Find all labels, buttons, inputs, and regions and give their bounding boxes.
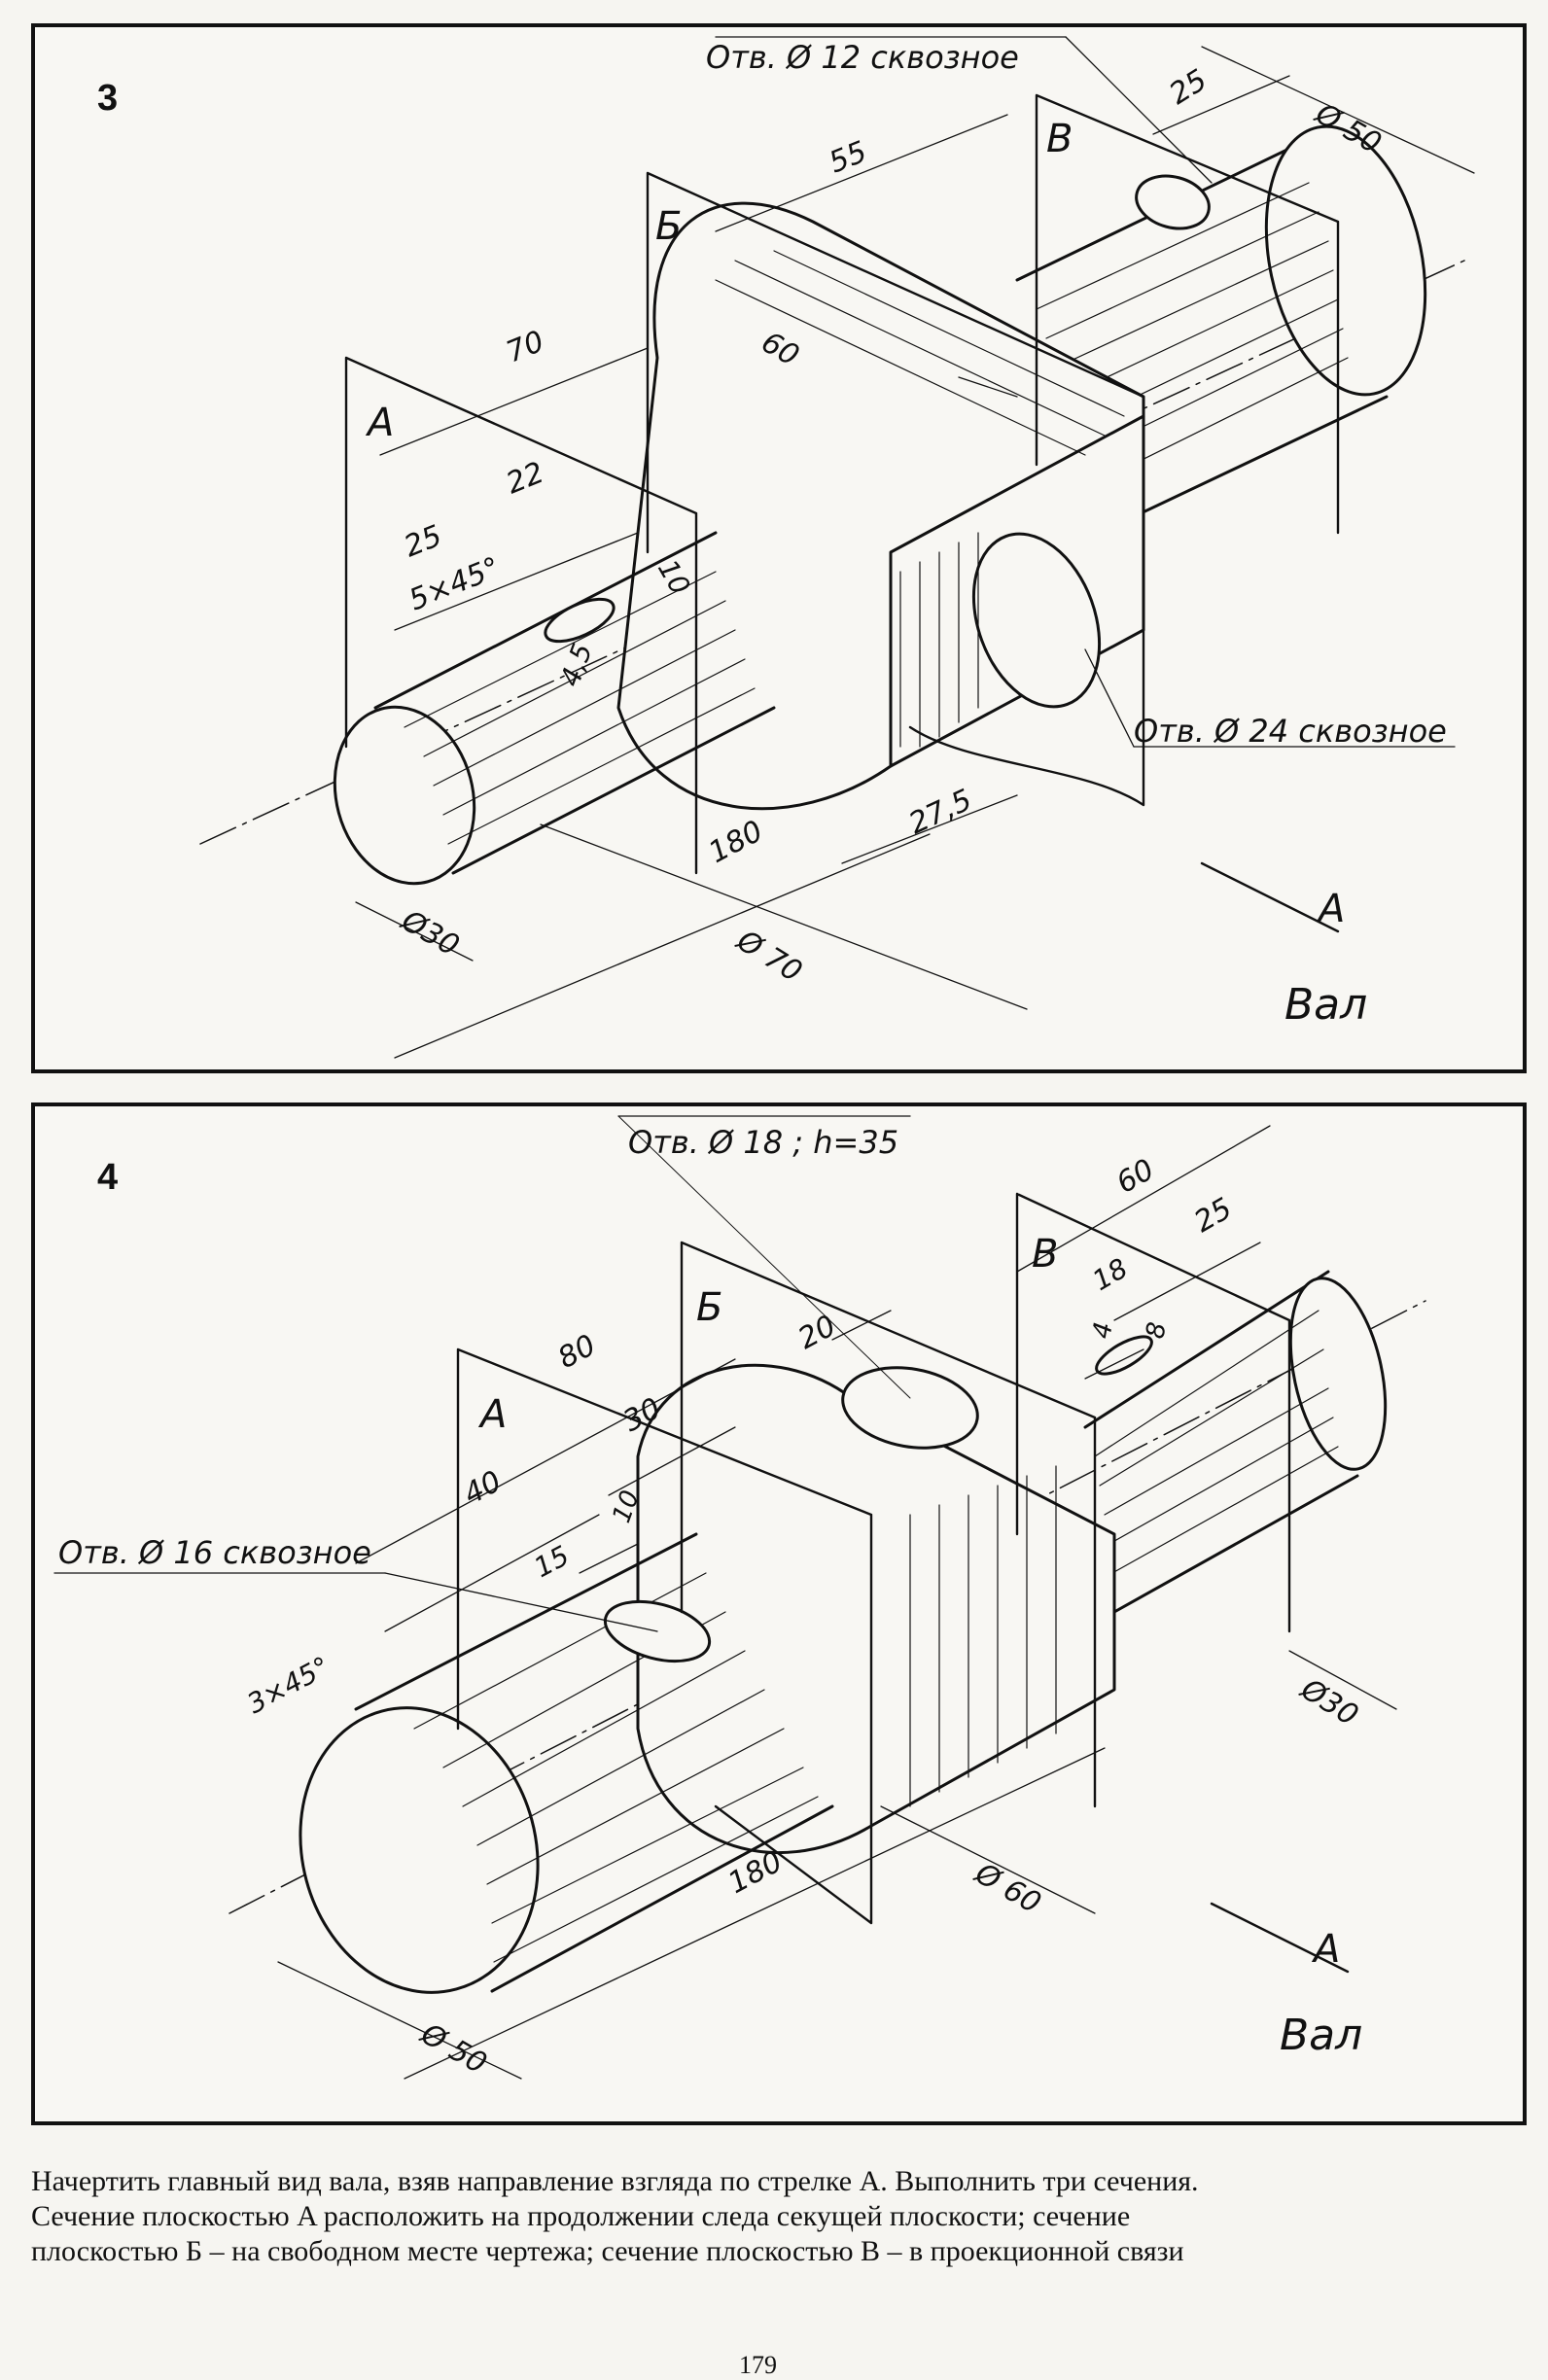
left-cylinder <box>333 531 776 886</box>
dim-20: 20 <box>792 1309 841 1356</box>
task-line: Начертить главный вид вала, взяв направл… <box>31 2165 1199 2197</box>
exercise-number: 3 <box>97 78 119 119</box>
shaft-drawing-4: A Б В Отв. Ø 18 ; h=35 Отв. Ø 16 сквозно… <box>53 1115 1426 2082</box>
dim-d30: Ø30 <box>394 903 465 963</box>
task-line: плоскостью Б – на свободном месте чертеж… <box>31 2235 1184 2267</box>
middle-collar <box>636 1363 1116 1855</box>
right-cylinder <box>1015 124 1427 535</box>
view-arrow-label: A <box>1316 887 1345 931</box>
plane-A <box>456 1348 873 1925</box>
dim-d60: Ø 60 <box>968 1856 1046 1921</box>
dim-80: 80 <box>552 1328 601 1376</box>
dim-25-top: 25 <box>1164 63 1214 112</box>
plane-B <box>646 171 1145 807</box>
middle-block <box>616 201 1145 811</box>
keyway-outline <box>1095 1335 1153 1376</box>
hole-24-outline <box>971 532 1102 709</box>
part-title: Вал <box>1280 2011 1362 2060</box>
exercise-3-panel: 3 <box>31 23 1527 1073</box>
hole-16-label: Отв. Ø 16 сквозное <box>58 1534 371 1571</box>
task-line: Сечение плоскостью A расположить на прод… <box>31 2200 1131 2232</box>
dim-d70: Ø 70 <box>729 923 808 990</box>
plane-B <box>680 1241 1097 1808</box>
dim-22: 22 <box>502 456 549 502</box>
dim-70: 70 <box>502 325 549 370</box>
dim-55: 55 <box>825 135 872 181</box>
plane-V-label: В <box>1032 1232 1058 1277</box>
dim-8: 8 <box>1141 1320 1172 1342</box>
hole-12-label: Отв. Ø 12 сквозное <box>706 39 1019 76</box>
dim-chamfer: 3×45° <box>242 1650 335 1720</box>
hole-12-outline <box>1135 174 1211 230</box>
plane-V <box>1015 1192 1291 1633</box>
dim-27-5: 27,5 <box>904 783 977 841</box>
exercise-number: 4 <box>97 1157 119 1198</box>
plane-B-label: Б <box>696 1285 722 1330</box>
hole-18-outline <box>841 1366 979 1450</box>
exercise-4-panel: 4 <box>31 1102 1527 2125</box>
dim-25: 25 <box>400 519 447 565</box>
right-cylinder <box>1083 1270 1388 1614</box>
hole-18-label: Отв. Ø 18 ; h=35 <box>628 1124 898 1161</box>
dim-25: 25 <box>1189 1192 1239 1240</box>
keyway-outline <box>544 597 616 644</box>
hole-24-label: Отв. Ø 24 сквозное <box>1134 713 1447 750</box>
plane-A-label: A <box>365 401 394 445</box>
dim-15: 15 <box>529 1539 575 1584</box>
dim-4: 4 <box>1087 1320 1118 1342</box>
page-number: 179 <box>739 2351 777 2379</box>
dim-180: 180 <box>703 814 768 870</box>
dim-18: 18 <box>1087 1252 1133 1297</box>
part-title: Вал <box>1284 980 1367 1030</box>
view-arrow-label: A <box>1311 1927 1340 1972</box>
dim-d30: Ø30 <box>1293 1671 1364 1732</box>
plane-B-label: Б <box>655 204 682 249</box>
plane-A <box>344 356 698 875</box>
plane-V-label: В <box>1046 117 1073 161</box>
task-instructions: Начертить главный вид вала, взяв направл… <box>31 2164 1527 2269</box>
dim-d50: Ø 50 <box>413 2016 492 2082</box>
dim-4-5: 4,5 <box>554 639 599 690</box>
shaft-drawing-3: A Б В Отв. Ø 12 сквозное Отв. Ø 24 сквоз… <box>199 36 1475 1059</box>
plane-A-label: A <box>477 1392 507 1437</box>
